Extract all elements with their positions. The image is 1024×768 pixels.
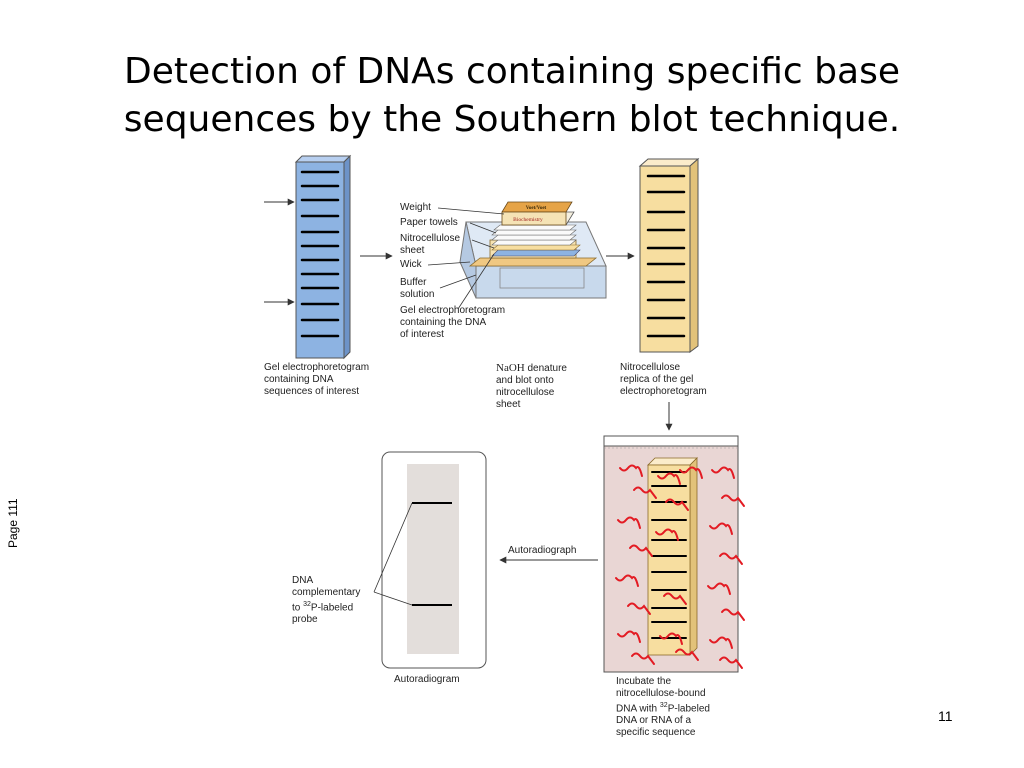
slide-number: 11 xyxy=(938,708,953,724)
probe-squiggle xyxy=(615,574,639,587)
probe-squiggle xyxy=(709,636,733,649)
title-line-2: sequences by the Southern blot technique… xyxy=(123,99,901,140)
probe-squiggle xyxy=(719,656,743,669)
label-weight: Weight xyxy=(400,202,431,213)
probe-squiggle xyxy=(709,522,733,535)
dna-label-superscript: 32 xyxy=(303,601,311,608)
probe-squiggle xyxy=(659,632,683,645)
nitrocellulose-replica xyxy=(638,157,700,353)
incubate-text: Incubate the nitrocellulose-bound DNA wi… xyxy=(616,676,706,715)
label-paper-towels: Paper towels xyxy=(400,217,458,228)
probe-squiggle xyxy=(617,516,641,529)
autoradiograph-label: Autoradiograph xyxy=(508,545,577,556)
probe-squiggle xyxy=(719,552,743,565)
probe-squiggle xyxy=(679,466,703,479)
label-wick: Wick xyxy=(400,259,422,270)
step3-caption: Nitrocellulose replica of the gel electr… xyxy=(620,362,707,397)
radiolabeled-probes xyxy=(615,464,745,669)
probe-squiggle xyxy=(657,472,681,485)
label-gel: Gel electrophoretogram containing the DN… xyxy=(400,305,506,340)
apparatus-gel xyxy=(491,249,581,257)
dna-label-text: DNA complementary to xyxy=(292,575,361,614)
dna-leader-lines xyxy=(373,502,413,606)
wick xyxy=(468,257,598,267)
dna-label-text-2: P-labeled probe xyxy=(292,602,354,626)
incubate-caption: Incubate the nitrocellulose-bound DNA wi… xyxy=(616,676,710,739)
step1-caption: Gel electrophoretogram containing DNA se… xyxy=(264,362,370,397)
gel-bands xyxy=(300,170,340,338)
autoradiogram-caption: Autoradiogram xyxy=(394,674,460,685)
step2-caption-text: denature and blot onto nitrocellulose sh… xyxy=(496,363,567,410)
label-nitrocellulose-sheet: Nitrocellulose sheet xyxy=(400,233,461,256)
probe-squiggle xyxy=(627,602,651,615)
probe-squiggle xyxy=(629,544,653,557)
probe-squiggle xyxy=(665,498,689,511)
probe-squiggle xyxy=(675,648,699,661)
book-label: Biochemistry xyxy=(513,217,543,223)
blot-apparatus: Voet/Voet Biochemistry xyxy=(459,201,607,299)
naoh-text: NaOH xyxy=(496,362,525,374)
incubate-text-2: P-labeled DNA or RNA of a specific seque… xyxy=(616,703,710,739)
label-buffer-solution: Buffer solution xyxy=(400,277,435,300)
bag-bands xyxy=(651,471,687,639)
probe-squiggle xyxy=(721,608,745,621)
probe-squiggle xyxy=(707,582,731,595)
paper-towels-stack xyxy=(491,224,577,246)
dna-complementary-label: DNA complementary to 32P-labeled probe xyxy=(292,575,360,626)
probe-squiggle xyxy=(619,464,643,477)
book-top-text: Voet/Voet xyxy=(526,206,547,211)
incubate-superscript: 32 xyxy=(659,702,668,709)
probe-squiggle xyxy=(631,652,655,665)
step2-caption: NaOH denature and blot onto nitrocellulo… xyxy=(496,362,567,411)
leader-lines xyxy=(427,207,505,310)
probe-squiggle xyxy=(633,486,657,499)
title-line-1: Detection of DNAs containing specific ba… xyxy=(124,51,900,92)
probe-squiggle xyxy=(655,528,679,541)
slide-title: Detection of DNAs containing specific ba… xyxy=(0,48,1024,144)
probe-squiggle xyxy=(617,630,641,643)
probe-squiggle xyxy=(721,494,745,507)
autoradiogram xyxy=(381,451,487,669)
replica-bands xyxy=(646,174,686,338)
probe-squiggle xyxy=(711,466,735,479)
probe-squiggle xyxy=(663,592,687,605)
